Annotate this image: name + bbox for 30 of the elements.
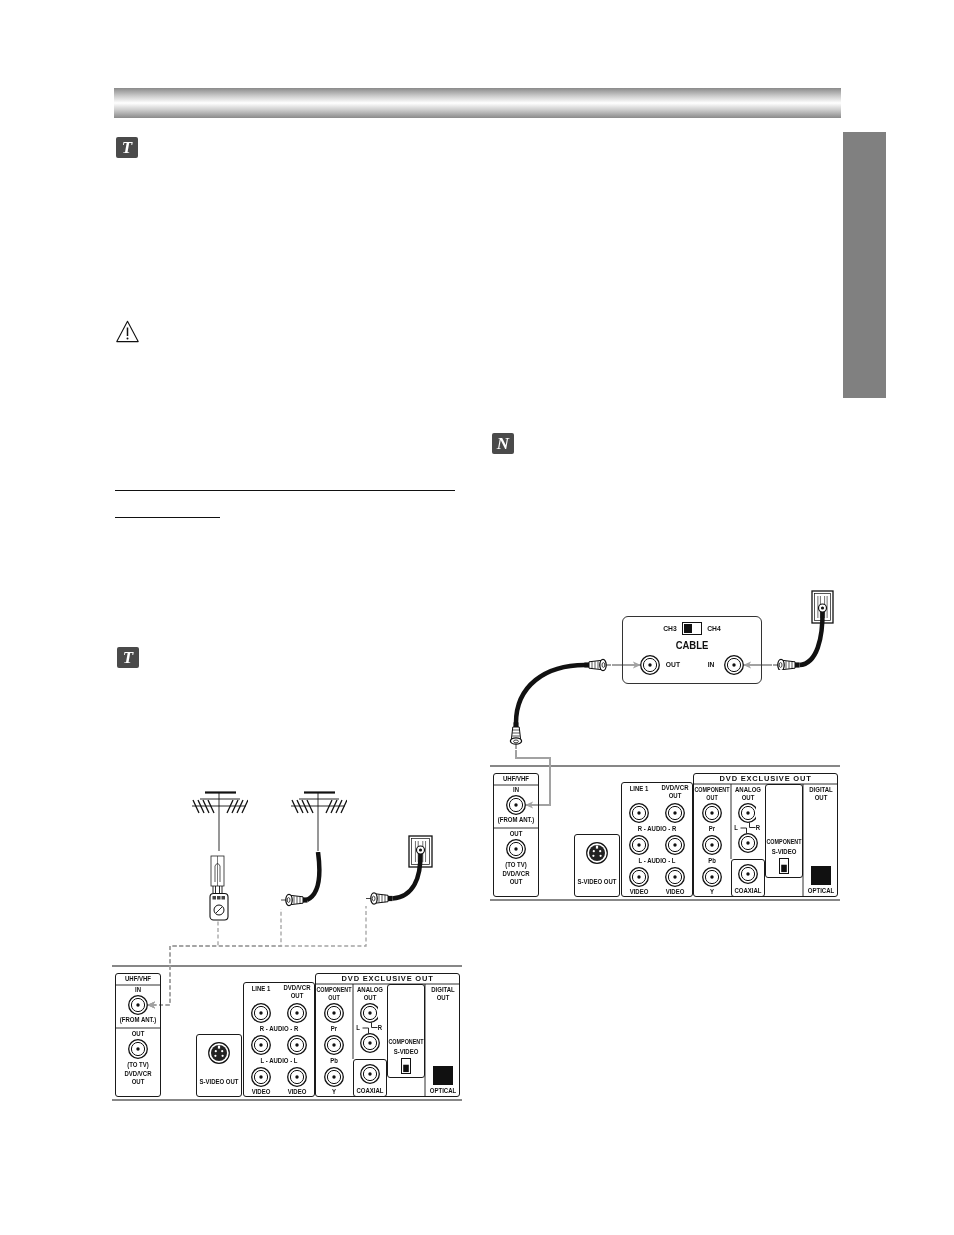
coaxial-panel [731, 859, 766, 898]
antenna-drawing [190, 789, 248, 851]
note-label: N [492, 433, 514, 454]
arrow [515, 749, 551, 809]
jack-socket [506, 795, 527, 816]
arrow [743, 661, 773, 669]
coaxial-panel [353, 1059, 388, 1098]
twin-lead-transformer-drawing [209, 855, 229, 921]
cable-box [622, 616, 762, 684]
jack-socket [640, 655, 660, 675]
antenna-jack-panel [115, 973, 161, 1097]
s-video-panel [196, 1034, 242, 1097]
side-tab [843, 132, 886, 398]
arrow [611, 661, 641, 669]
jack-socket [128, 995, 149, 1016]
output-switch-panel [765, 784, 804, 879]
dvd-output-panel [315, 973, 460, 1097]
audio-video-panel [621, 782, 693, 897]
antenna-drawing [289, 789, 347, 851]
antenna-jack-panel [493, 773, 539, 897]
tip-label: T [116, 137, 138, 158]
output-switch-panel [387, 984, 426, 1079]
device-label: CABLE [675, 640, 709, 651]
dashed-arrow [147, 905, 367, 1009]
wall-outlet-drawing [772, 590, 834, 670]
dvd-output-panel [693, 773, 838, 897]
tip-label: T [117, 647, 139, 668]
jack-socket [724, 655, 744, 675]
s-video-panel [574, 834, 620, 897]
audio-video-panel [243, 982, 315, 1097]
